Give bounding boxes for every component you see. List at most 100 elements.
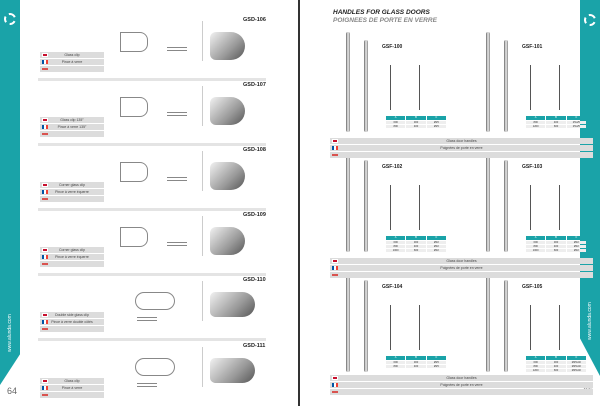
spec-cell: Ø25 [426,365,446,368]
bar-en: Glass door handles [446,376,477,380]
spec-header: C [426,236,446,240]
spec-cell: Ø25x40 [566,369,586,372]
spec-header: C [426,356,446,360]
technical-drawing [120,227,148,247]
product-code: GSD-110 [243,277,266,283]
spec-cell: 600 [386,361,406,364]
product-code: GSD-107 [243,82,266,88]
label-en: Corner glass clip [58,183,86,187]
label-en: Glass clip [64,379,80,383]
uk-flag-icon [332,139,338,143]
tool-icon [42,328,48,330]
left-teal-strip [0,0,20,385]
spec-cell: 800 [526,121,546,124]
spec-cell: 1200 [526,125,546,128]
spec-cell: 800 [526,245,546,248]
handle-photo [486,272,490,372]
info-bar: Glass door handles Poignées de porte en … [330,138,593,159]
product-code: GSF-102 [382,164,403,170]
gear-logo-icon [584,14,596,26]
product-code: GSF-100 [382,44,403,50]
row-separator [38,208,266,211]
technical-drawing [120,162,148,182]
spec-header: A [386,116,406,120]
handle-photo [346,32,350,132]
row-separator [38,273,266,276]
handle-photo [504,40,508,132]
spec-cell: 600 [546,369,566,372]
spec-cell: 300 [546,241,566,244]
spec-cell: 300 [406,241,426,244]
product-photo [210,97,245,125]
spec-cell: 1200 [526,369,546,372]
spec-header: A [386,236,406,240]
label-fr: Pince à verre 135° [57,125,87,129]
gear-logo-icon [4,13,16,25]
product-code: GSD-109 [243,212,266,218]
technical-drawing [135,292,175,310]
product-code: GSD-106 [243,17,266,23]
handle-photo [486,152,490,252]
spec-header: C [566,356,586,360]
right-teal-strip [580,0,600,376]
fr-flag-icon [332,266,338,270]
tool-icon [42,68,48,70]
spec-header: B [406,116,426,120]
right-website: www.alunda.com [587,302,593,340]
divider [202,86,203,126]
uk-flag-icon [42,53,48,57]
spec-cell: Ø32 [426,245,446,248]
tool-icon [332,154,338,156]
spec-header: C [566,236,586,240]
product-label-box: Glass clip Pince à verre [40,52,104,73]
spec-cell: 600 [526,361,546,364]
spec-header: A [526,116,546,120]
product-photo [210,162,245,190]
label-en: Glass clip [64,53,80,57]
fr-flag-icon [42,386,48,390]
spec-cell: 800 [386,365,406,368]
spec-cell: 600 [526,241,546,244]
handle-photo [504,280,508,372]
spec-cell: 800 [526,365,546,368]
fr-flag-icon [42,190,48,194]
product-label-box: Corner glass clip Pince à verre équerre [40,182,104,203]
spec-cell: 400 [406,245,426,248]
bar-fr: Poignées de porte en verre [440,266,483,270]
spec-cell: 800 [386,245,406,248]
label-fr: Pince à verre [61,386,83,390]
spec-cell: Ø25 [426,121,446,124]
side-drawing [167,242,187,246]
spec-cell: 600 [406,249,426,252]
uk-flag-icon [42,183,48,187]
product-label-box: Double side glass clip Pince à verre dou… [40,312,104,333]
product-code: GSD-108 [243,147,266,153]
spec-header: C [566,116,586,120]
handle-photo [486,32,490,132]
product-photo [210,292,255,317]
divider [202,347,203,387]
spec-cell: 600 [386,121,406,124]
tool-icon [42,198,48,200]
spec-cell: Ø32 [566,241,586,244]
divider [202,21,203,61]
spec-cell: 300 [406,121,426,124]
dimension-drawing [390,185,420,230]
dimension-drawing [390,305,420,350]
uk-flag-icon [332,259,338,263]
product-label-box: Corner glass clip Pince à verre équerre [40,247,104,268]
spec-cell: 800 [386,125,406,128]
